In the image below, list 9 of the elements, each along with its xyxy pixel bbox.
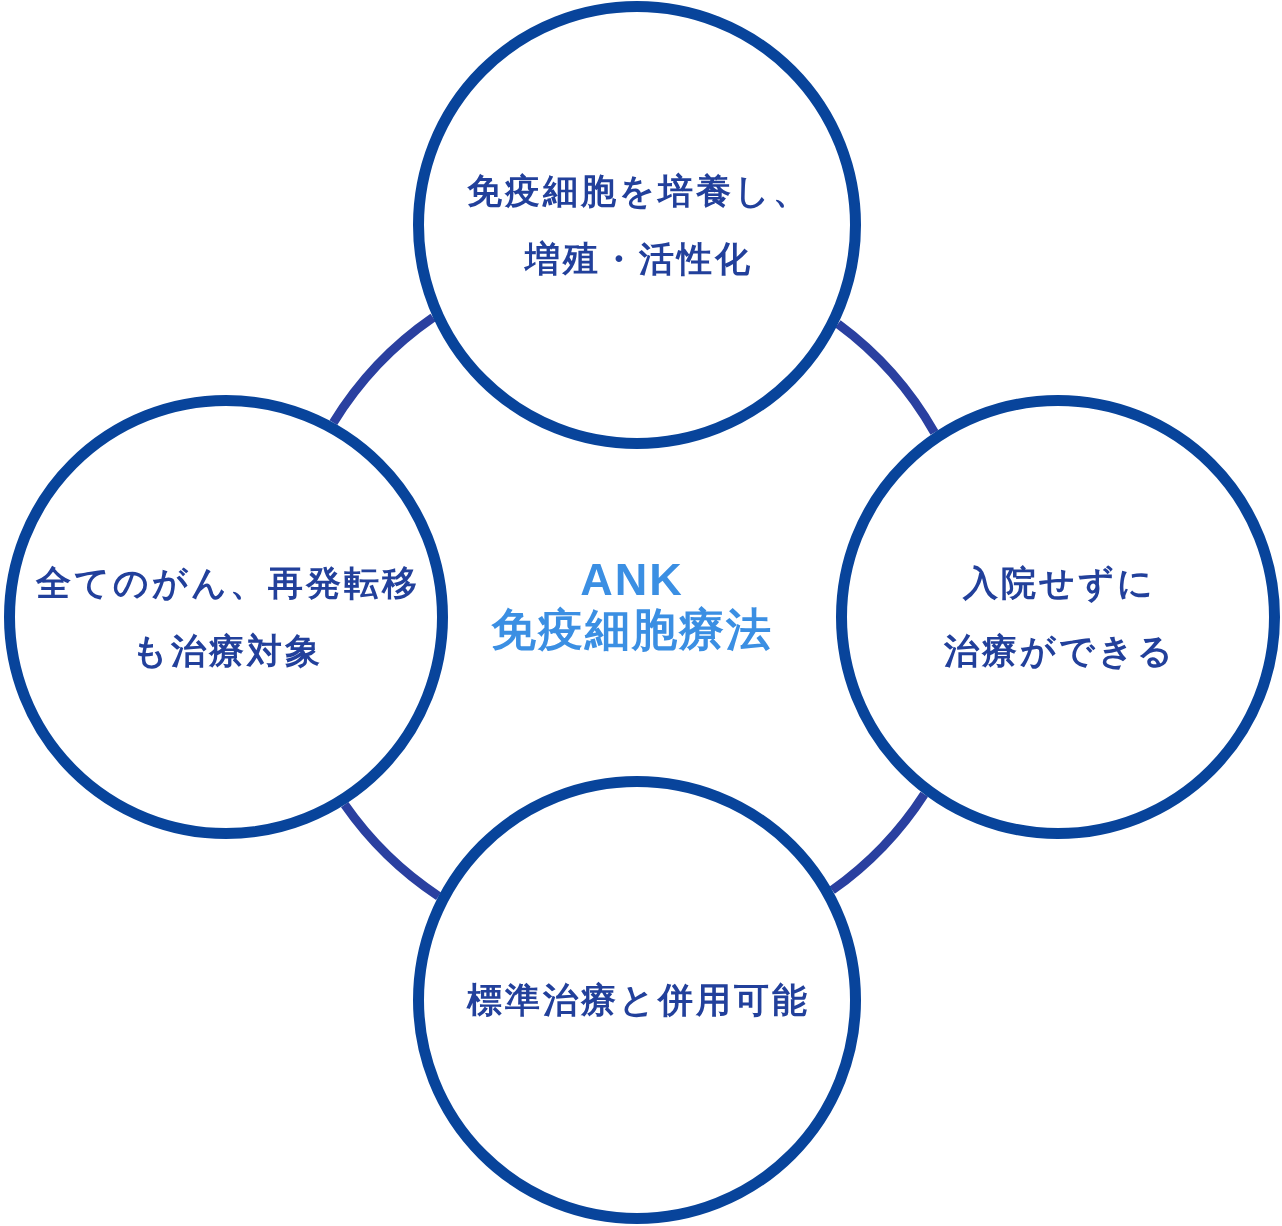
feature-circle: 免疫細胞を培養し、増殖・活性化 (413, 1, 861, 449)
feature-circle: 標準治療と併用可能 (413, 776, 861, 1224)
connector-arc (829, 791, 928, 894)
center-heading: ANK免疫細胞療法 (490, 555, 773, 655)
feature-circle: 入院せずに治療ができる (836, 395, 1280, 839)
connector-arc (835, 320, 939, 435)
connector-arc (341, 801, 442, 900)
feature-circle: 全てのがん、再発転移も治療対象 (4, 395, 448, 839)
connector-arc (329, 314, 436, 426)
